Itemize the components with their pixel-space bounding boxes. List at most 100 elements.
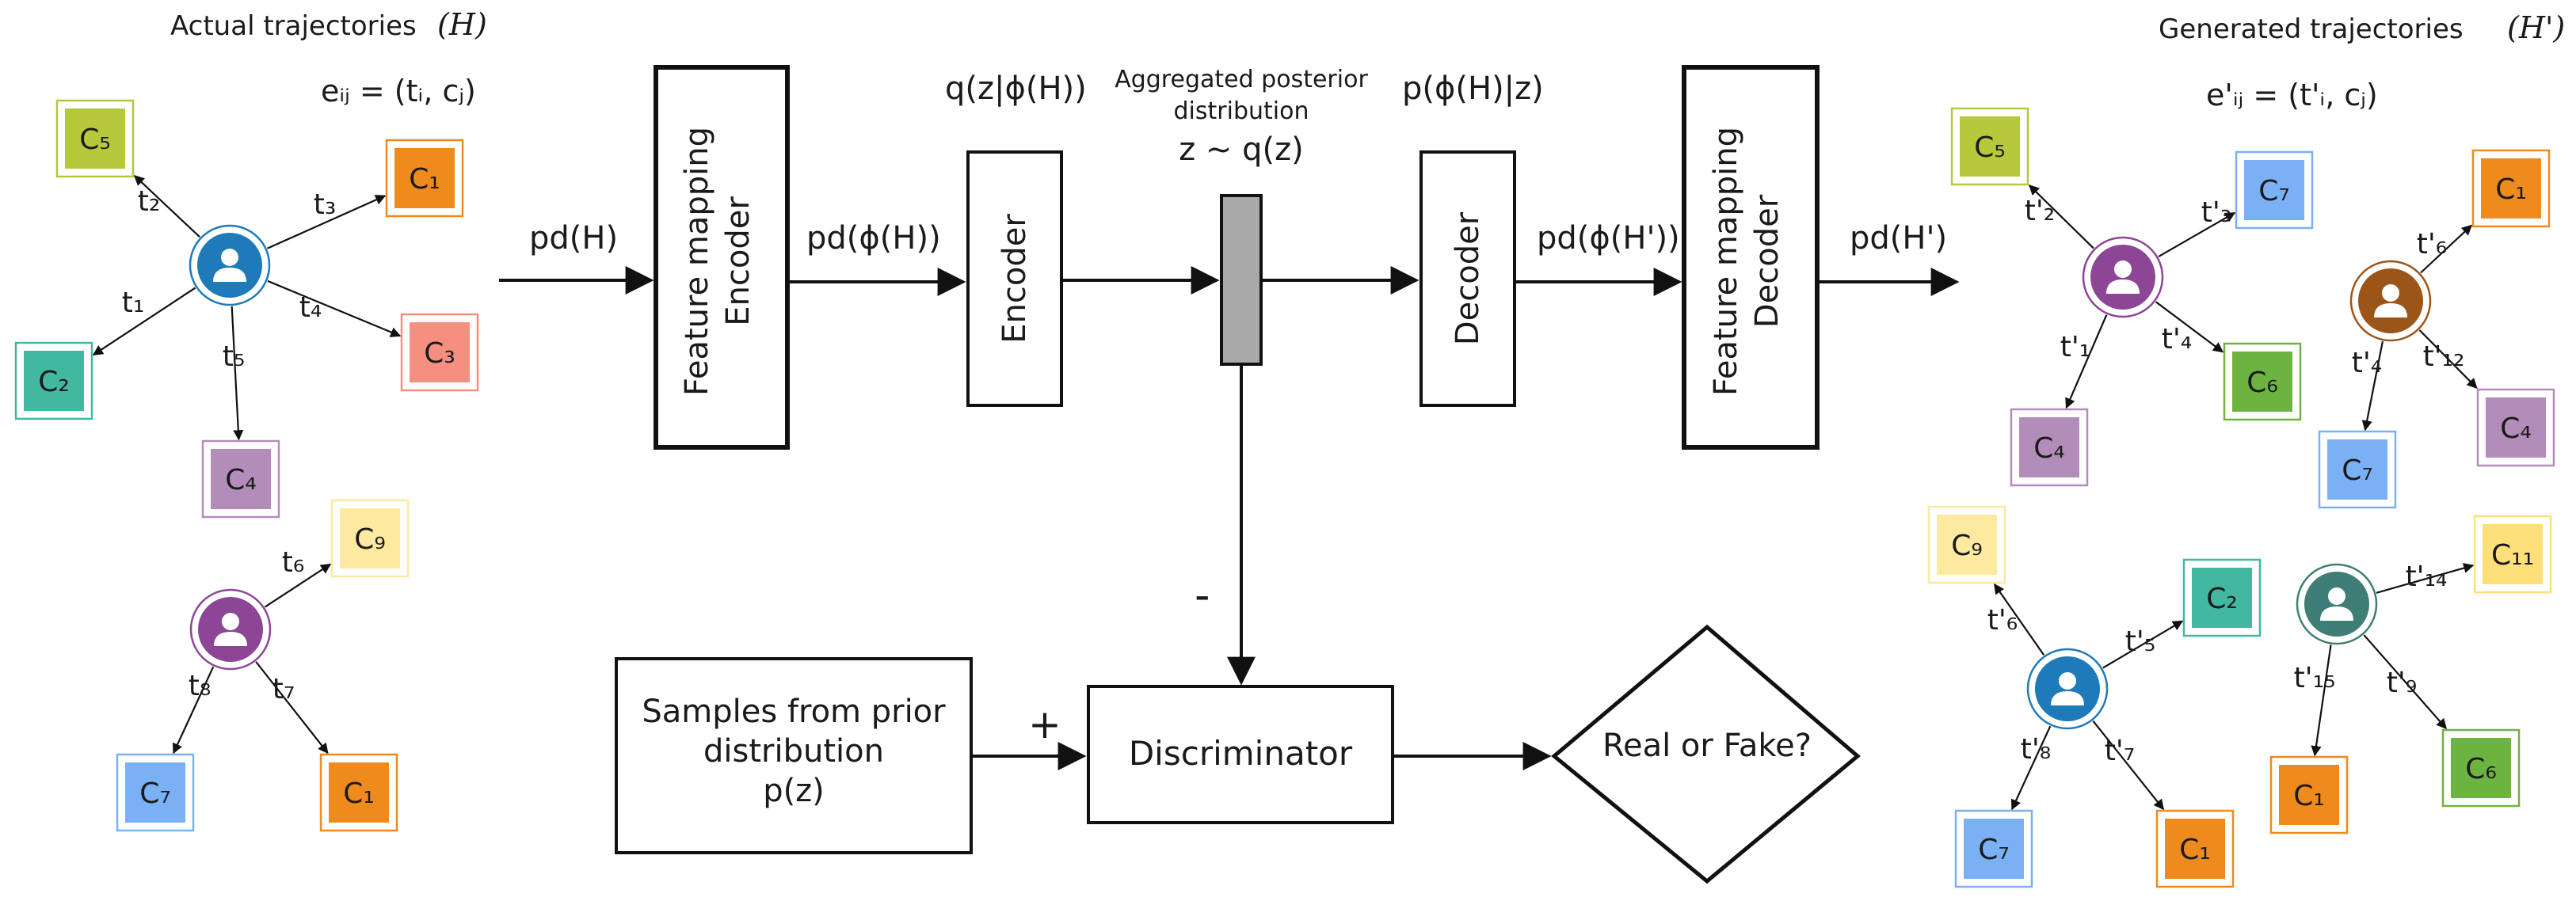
category-box-fill <box>394 148 455 208</box>
pd-phi-h-label: pd(ϕ(H)) <box>806 220 941 257</box>
category-box-fill <box>2244 160 2304 220</box>
edge-time-label: t₈ <box>189 670 211 702</box>
edge-arrow <box>255 661 329 755</box>
category-box-fill <box>2232 352 2292 412</box>
user-icon-head <box>2059 672 2076 690</box>
category-c--label: C₁ <box>409 163 440 196</box>
category-c--label: C₆ <box>2465 753 2497 785</box>
edge-arrow <box>2028 184 2094 249</box>
category-c--label: C₇ <box>2258 175 2290 207</box>
edge-time-label: t'₂ <box>2025 195 2055 227</box>
category-box-fill <box>1960 116 2020 177</box>
edge-time-label: t₁ <box>122 287 145 319</box>
category-c--label: C₉ <box>354 523 386 556</box>
agg-posterior-line1: Aggregated posterior <box>1115 66 1368 93</box>
user-icon-head <box>2114 260 2132 278</box>
discriminator-label: Discriminator <box>1129 734 1353 773</box>
right-title: Generated trajectories <box>2159 13 2464 45</box>
category-box-fill <box>65 108 125 169</box>
edge-time-label: t₄ <box>299 291 322 324</box>
edge-arrow <box>2418 329 2478 390</box>
edge-arrow <box>2376 563 2475 594</box>
category-c--label: C₁ <box>343 777 375 810</box>
edge-arrow <box>2155 301 2224 353</box>
fm-decoder-line2: Decoder <box>1749 194 1785 328</box>
edge-arrow <box>231 306 244 441</box>
category-box-fill <box>1964 819 2024 879</box>
edge-time-label: t₆ <box>282 546 305 579</box>
discriminator-box <box>1087 685 1394 824</box>
category-box-fill <box>2483 524 2543 584</box>
category-box-fill <box>2019 417 2079 477</box>
user-icon-body <box>2051 691 2084 705</box>
category-c--label: C₁ <box>2179 834 2211 866</box>
edge-arrow <box>267 195 387 249</box>
category-c--label: C₂ <box>2206 583 2238 615</box>
prior-line1: Samples from prior <box>642 694 946 730</box>
category-box-fill <box>2451 738 2511 798</box>
edge-time-label: t₃ <box>314 188 337 221</box>
fm-decoder-line1: Feature mapping <box>1708 127 1744 396</box>
latent-z-bar <box>1220 194 1263 366</box>
user-icon-body <box>2374 303 2407 317</box>
user-icon-head <box>2328 587 2345 605</box>
category-c--label: C₉ <box>1951 530 1983 562</box>
edge-arrow <box>2311 644 2332 757</box>
edge-arrow <box>2102 620 2184 669</box>
prior-line3: p(z) <box>763 773 825 809</box>
category-box-fill <box>340 508 400 568</box>
category-box-fill <box>2481 158 2541 219</box>
edge-time-label: t'₁₅ <box>2294 662 2336 694</box>
encoder-label: Encoder <box>996 214 1033 344</box>
prior-line2: distribution <box>703 733 884 770</box>
right-title-symbol: (H') <box>2507 10 2565 45</box>
edge-arrow <box>2092 720 2165 811</box>
edge-arrow <box>2010 725 2052 811</box>
real-or-fake-label: Real or Fake? <box>1602 728 1812 764</box>
pd-phi-h2-label: pd(ϕ(H')) <box>1537 220 1680 257</box>
z-sample-label: z ~ q(z) <box>1179 131 1304 168</box>
category-box-fill <box>24 351 84 411</box>
user-icon-body <box>2320 606 2353 621</box>
real-or-fake-diamond <box>1551 624 1861 884</box>
edge-arrow <box>264 563 332 608</box>
category-c--label: C₇ <box>1978 834 2010 866</box>
edge-arrow <box>92 287 196 356</box>
decoder-box <box>1419 150 1516 407</box>
user-icon-body <box>213 268 246 282</box>
feature-mapping-decoder-box <box>1682 65 1820 450</box>
fm-encoder-line1: Feature mapping <box>679 127 715 396</box>
user-icon-head <box>222 613 239 630</box>
left-title-symbol: (H) <box>437 7 487 42</box>
category-c--label: C₄ <box>2033 432 2065 465</box>
category-box-fill <box>1937 515 1997 575</box>
edge-time-label: t₅ <box>223 340 246 373</box>
edge-time-label: t'₈ <box>2021 733 2051 766</box>
right-edge-formula: e'ᵢⱼ = (t'ᵢ, cⱼ) <box>2206 78 2378 112</box>
category-box-fill <box>125 762 185 823</box>
edge-arrow <box>1993 583 2045 656</box>
edge-arrow <box>267 279 402 337</box>
edge-arrow <box>2158 211 2236 258</box>
edge-arrow <box>2420 224 2473 274</box>
user-icon-head <box>2382 284 2399 302</box>
category-box-fill <box>2192 568 2252 628</box>
left-edge-formula: eᵢⱼ = (tᵢ, cⱼ) <box>321 74 476 108</box>
trajectory-graphs: C₅t₂C₁t₃C₂t₁C₃t₄C₄t₅C₉t₆C₇t₈C₁t₇C₅t'₂C₇t… <box>14 99 2555 888</box>
category-box-fill <box>2327 439 2387 500</box>
feature-mapping-encoder-box <box>654 65 790 450</box>
user-icon-body <box>2106 279 2140 294</box>
decoder-label: Decoder <box>1450 211 1486 345</box>
encoder-box <box>966 150 1063 407</box>
prior-samples-box <box>615 657 973 854</box>
category-c--label: C₄ <box>2500 412 2532 445</box>
edge-time-label: t'₄ <box>2162 323 2192 355</box>
edge-time-label: t'₃ <box>2201 196 2231 229</box>
p-likelihood-label: p(ϕ(H)|z) <box>1402 70 1544 107</box>
category-box-fill <box>2165 819 2225 879</box>
category-c--label: C₇ <box>2342 454 2373 487</box>
category-box-fill <box>410 322 470 382</box>
edge-arrow <box>133 175 200 238</box>
edge-time-label: t'₉ <box>2387 667 2417 699</box>
